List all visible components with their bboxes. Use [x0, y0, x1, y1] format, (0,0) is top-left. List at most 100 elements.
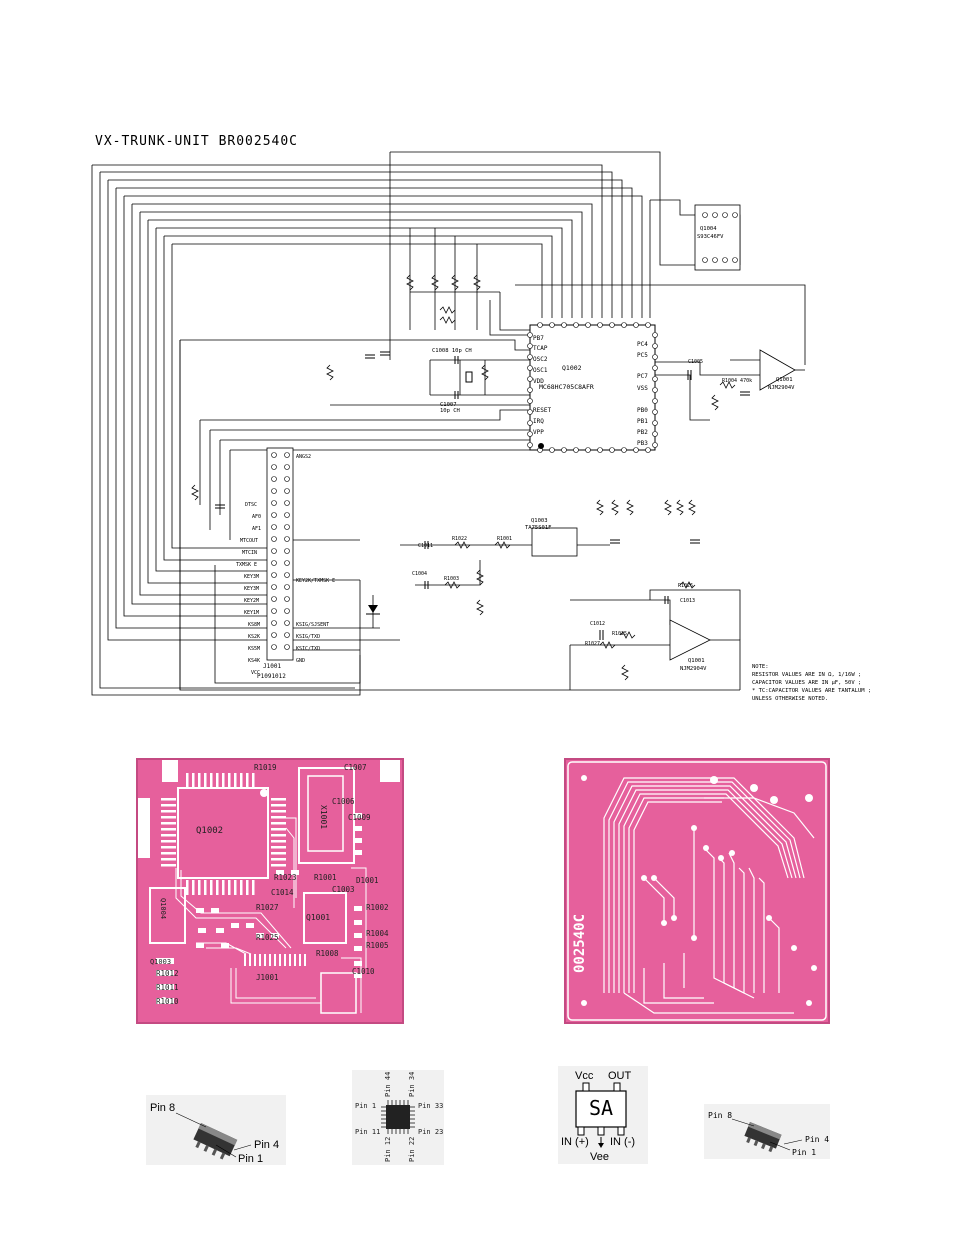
svg-text:R1001: R1001	[497, 536, 512, 542]
qfp44-diagram: Pin 1 Pin 11 Pin 33 Pin 23 Pin 44 Pin 34…	[352, 1070, 444, 1165]
svg-text:R1010: R1010	[156, 997, 179, 1006]
soic8-right-pin4: Pin 4	[805, 1135, 829, 1144]
svg-text:C1006: C1006	[332, 797, 355, 806]
svg-text:KEY3M: KEY3M	[244, 586, 259, 592]
svg-text:NJM2904V: NJM2904V	[680, 666, 707, 672]
svg-text:KS8M: KS8M	[248, 622, 260, 628]
svg-text:UNLESS OTHERWISE NOTED.: UNLESS OTHERWISE NOTED.	[752, 696, 828, 702]
svg-text:C1010: C1010	[352, 967, 375, 976]
svg-text:RESISTOR VALUES ARE IN Ω, 1/16: RESISTOR VALUES ARE IN Ω, 1/16W ;	[752, 672, 861, 678]
svg-text:C1013: C1013	[680, 598, 695, 604]
svg-text:PB3: PB3	[637, 440, 648, 447]
svg-text:OSC2: OSC2	[533, 356, 548, 363]
qfp-pin22: Pin 22	[408, 1137, 416, 1162]
svg-text:DTSC: DTSC	[245, 502, 257, 508]
svg-text:R1001: R1001	[314, 873, 337, 882]
svg-text:R1005: R1005	[366, 941, 389, 950]
svg-text:VPP: VPP	[533, 429, 544, 436]
svg-text:D1001: D1001	[356, 876, 379, 885]
svg-text:CAPACITOR VALUES ARE IN μF, 50: CAPACITOR VALUES ARE IN μF, 50V ;	[752, 680, 861, 686]
svg-text:Q1002: Q1002	[196, 826, 223, 836]
svg-text:C1011: C1011	[418, 543, 433, 549]
soic8-left-pin1: Pin 1	[238, 1153, 264, 1165]
qfp-pin34: Pin 34	[408, 1072, 416, 1097]
sa-vcc: Vcc	[575, 1070, 594, 1082]
qfp-pin44: Pin 44	[384, 1072, 392, 1097]
svg-text:C1005: C1005	[688, 359, 703, 365]
svg-text:R1027: R1027	[256, 903, 279, 912]
svg-text:R1004 470k: R1004 470k	[722, 378, 752, 384]
svg-text:AF1: AF1	[252, 526, 261, 532]
svg-text:R1022: R1022	[452, 536, 467, 542]
svg-text:Q1003: Q1003	[531, 518, 548, 524]
sa-in-plus: IN (+)	[561, 1136, 589, 1148]
svg-text:R1025: R1025	[256, 933, 279, 942]
svg-text:Q1001: Q1001	[688, 658, 705, 664]
svg-text:PC4: PC4	[637, 341, 648, 348]
svg-text:KEY3M: KEY3M	[244, 574, 259, 580]
sa-in-minus: IN (-)	[610, 1136, 635, 1148]
svg-text:GND: GND	[296, 658, 305, 664]
svg-text:C1003: C1003	[332, 885, 355, 894]
svg-text:VSS: VSS	[637, 385, 648, 392]
svg-text:KEY1M: KEY1M	[244, 610, 259, 616]
svg-text:C1014: C1014	[271, 888, 294, 897]
qfp-pin1: Pin 1	[355, 1102, 376, 1110]
svg-text:R1027: R1027	[585, 641, 600, 647]
svg-text:KSIC/TXD: KSIC/TXD	[296, 646, 320, 652]
sa-out: OUT	[608, 1070, 632, 1082]
svg-text:Q1004: Q1004	[700, 226, 717, 232]
svg-text:S93C46FV: S93C46FV	[697, 234, 724, 240]
pcb-top-view: Q1002 Q1004 Q1001 Q1003 X1001 R1019 C100…	[136, 758, 404, 1024]
svg-text:PB0: PB0	[637, 407, 648, 414]
svg-text:R1004: R1004	[366, 929, 389, 938]
svg-text:C1007: C1007	[344, 763, 367, 772]
svg-text:R1003: R1003	[444, 576, 459, 582]
svg-text:MTCIN: MTCIN	[242, 550, 257, 556]
svg-text:R1002: R1002	[366, 903, 389, 912]
svg-text:Q1001: Q1001	[306, 913, 330, 922]
svg-text:10p CH: 10p CH	[440, 408, 460, 414]
svg-text:VDD: VDD	[533, 378, 544, 385]
svg-text:R1008: R1008	[316, 949, 339, 958]
svg-text:MC68HC705C8AFR: MC68HC705C8AFR	[539, 383, 594, 391]
svg-text:R1012: R1012	[156, 969, 179, 978]
svg-text:* TC:CAPACITOR VALUES ARE TANT: * TC:CAPACITOR VALUES ARE TANTALUM ;	[752, 688, 871, 694]
svg-text:C1004: C1004	[412, 571, 427, 577]
qfp-pin11: Pin 11	[355, 1128, 380, 1136]
svg-text:ANGS2: ANGS2	[296, 454, 311, 460]
svg-text:Q1002: Q1002	[562, 364, 582, 372]
svg-text:Q1001: Q1001	[776, 377, 793, 383]
svg-text:J1001: J1001	[263, 663, 281, 670]
board-id-label: 002540C	[572, 914, 588, 973]
svg-text:P1091012: P1091012	[257, 673, 286, 680]
svg-text:R1023: R1023	[274, 873, 297, 882]
svg-text:KSIG/SJSENT: KSIG/SJSENT	[296, 622, 329, 628]
svg-text:PB2: PB2	[637, 429, 648, 436]
svg-text:TCAP: TCAP	[533, 345, 548, 352]
svg-text:C1009: C1009	[348, 813, 371, 822]
svg-text:PC5: PC5	[637, 352, 648, 359]
svg-text:KEY2K/TXMSK E: KEY2K/TXMSK E	[296, 578, 335, 584]
svg-text:C1012: C1012	[590, 621, 605, 627]
svg-text:Q1003: Q1003	[150, 958, 171, 966]
svg-text:KS4K: KS4K	[248, 658, 260, 664]
soic8-right-pin1: Pin 1	[792, 1148, 816, 1157]
soic8-left-pin8: Pin 8	[150, 1102, 176, 1114]
svg-text:R1019: R1019	[254, 763, 277, 772]
svg-text:TA75S01F: TA75S01F	[525, 525, 552, 531]
svg-text:KEY2M: KEY2M	[244, 598, 259, 604]
qfp-pin33: Pin 33	[418, 1102, 443, 1110]
svg-text:X1001: X1001	[319, 805, 328, 829]
soic8-left-pin4: Pin 4	[254, 1139, 280, 1151]
sa-vee: Vee	[590, 1151, 609, 1163]
schematic-title: VX-TRUNK-UNIT BR002540C	[95, 134, 299, 149]
svg-text:Q1004: Q1004	[159, 898, 167, 919]
svg-text:OSC1: OSC1	[533, 367, 548, 374]
soic8-right-pin8: Pin 8	[708, 1111, 732, 1120]
svg-text:TXMSK E: TXMSK E	[236, 562, 257, 568]
svg-text:NJM2904V: NJM2904V	[768, 385, 795, 391]
svg-text:AF0: AF0	[252, 514, 261, 520]
svg-text:RESET: RESET	[533, 407, 551, 414]
